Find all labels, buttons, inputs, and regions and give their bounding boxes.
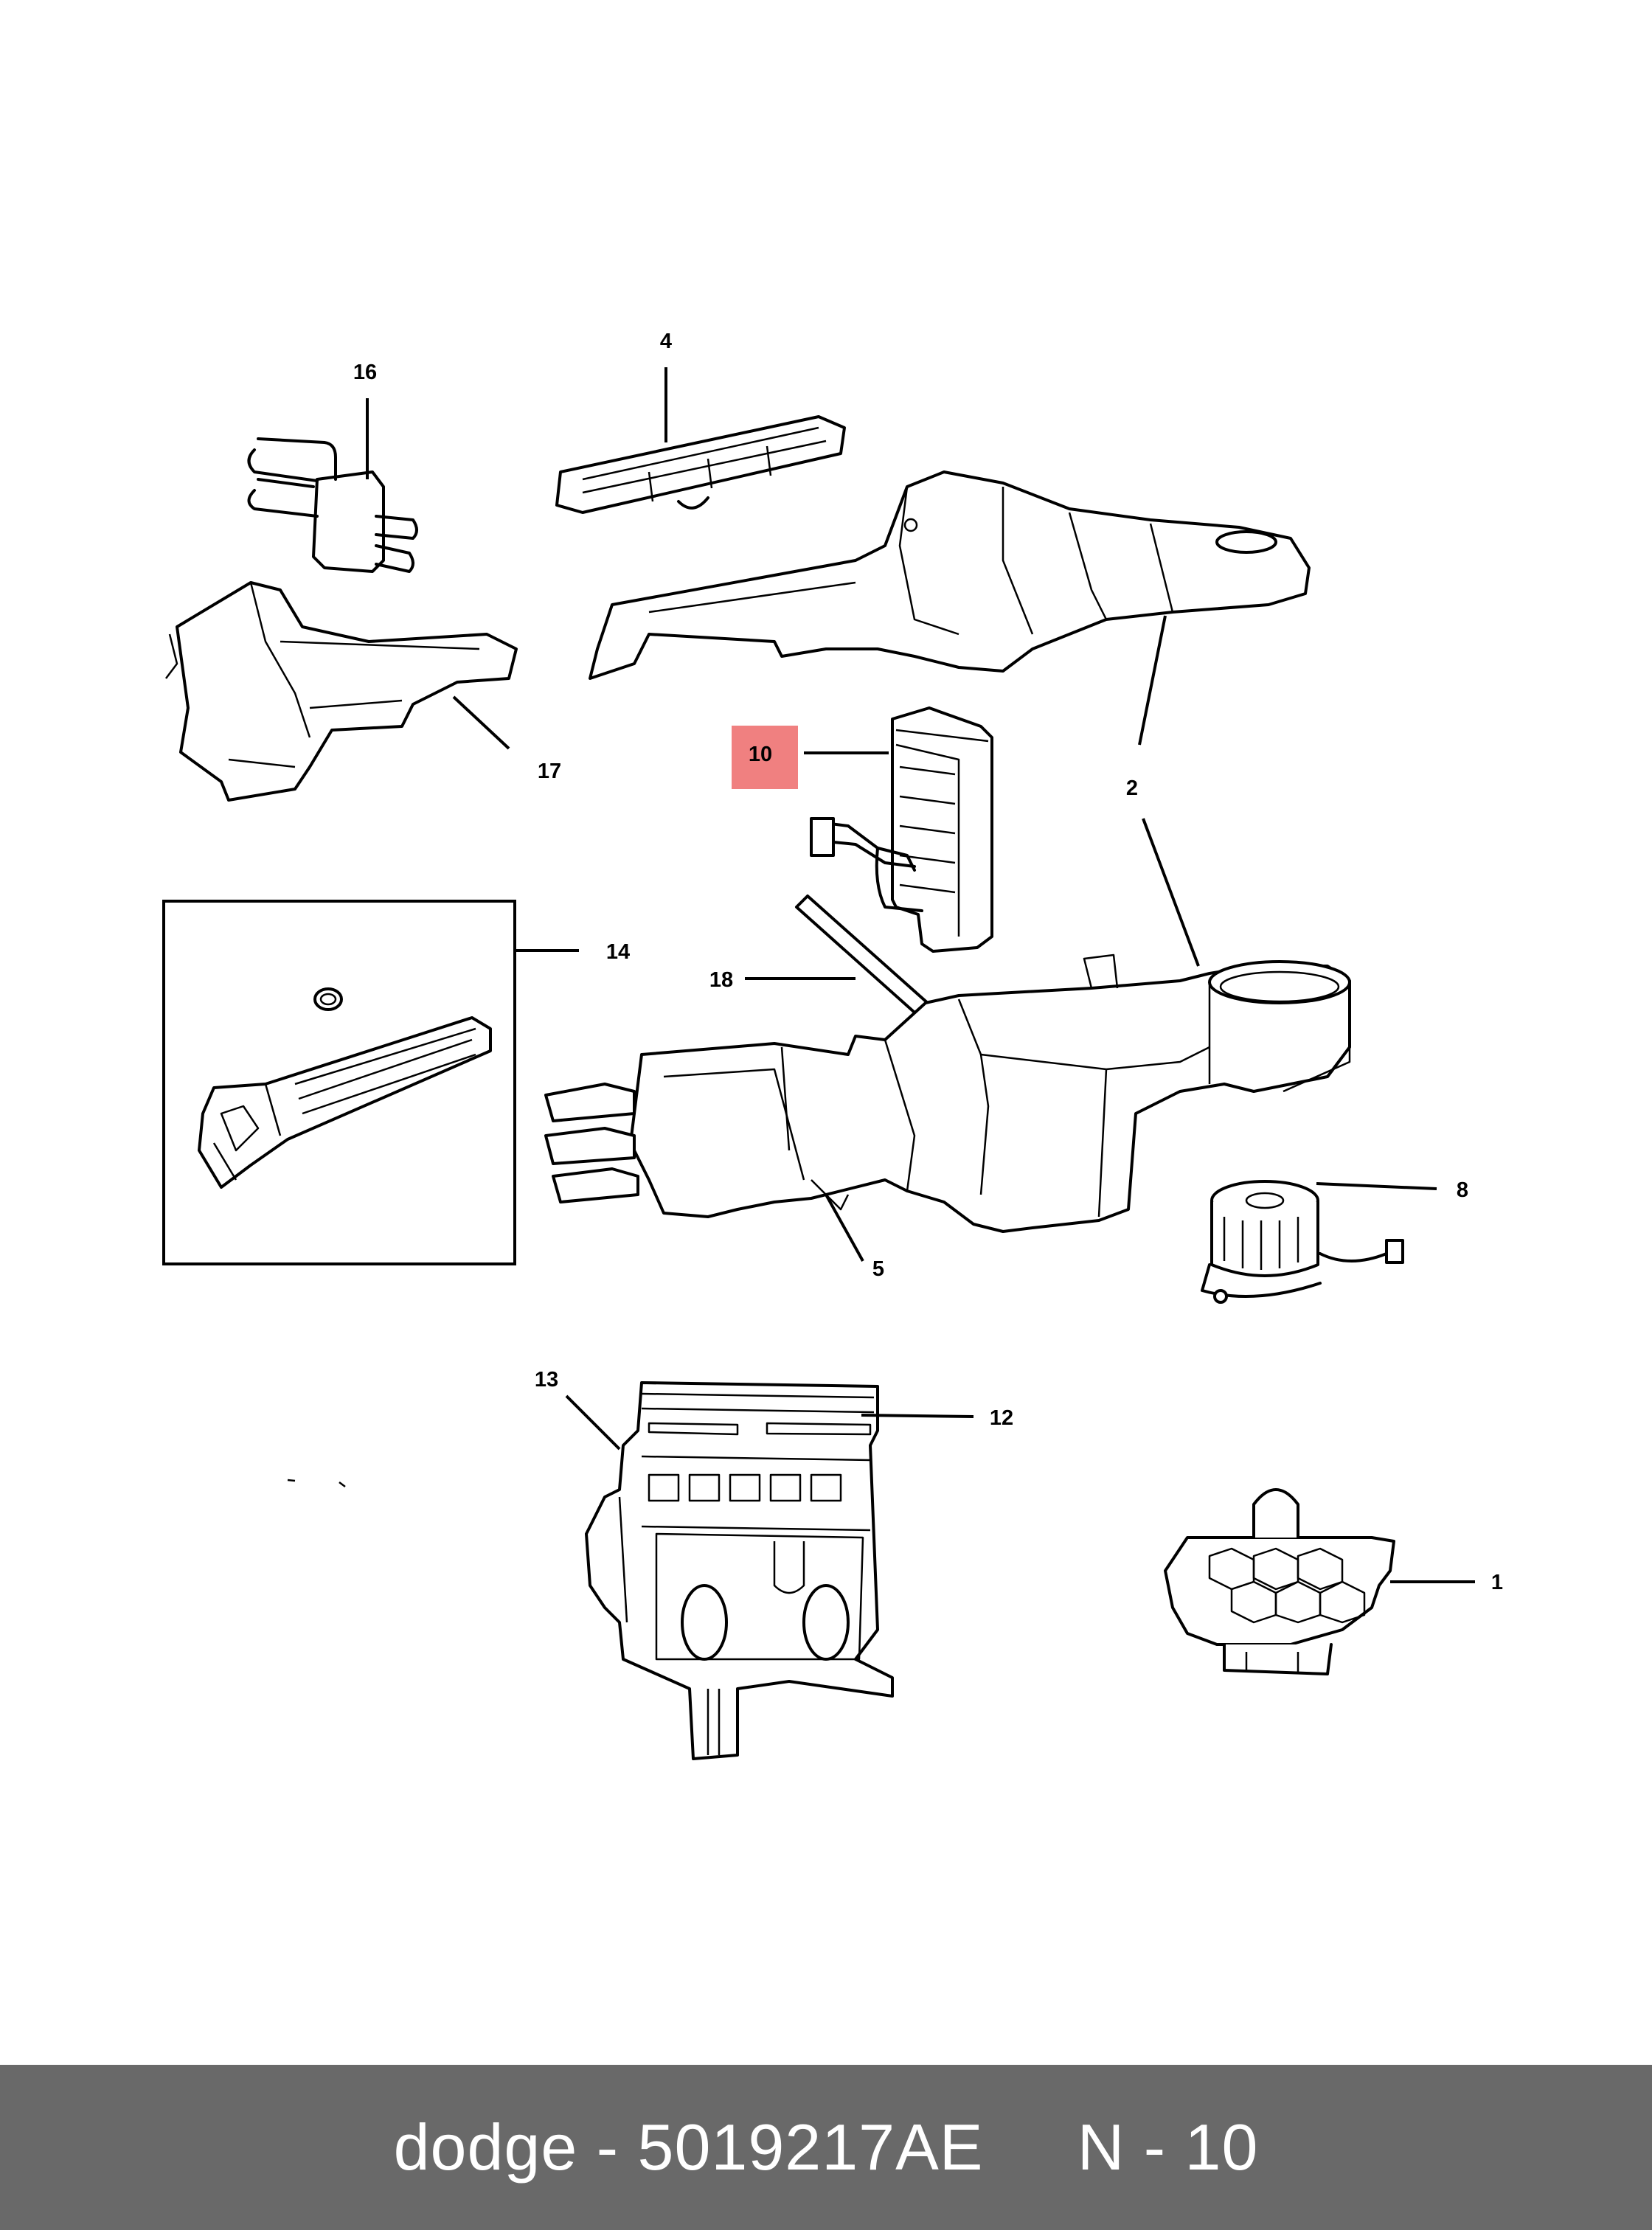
part-1-blower-housing (1164, 1488, 1395, 1675)
callout-10: 10 (749, 743, 772, 766)
part-16-heater-tubes (247, 437, 418, 573)
callout-18: 18 (709, 968, 733, 992)
callout-8: 8 (1457, 1178, 1468, 1202)
callout-5: 5 (872, 1257, 884, 1281)
parts-diagram: 16 4 17 2 10 14 18 5 8 13 12 1 (162, 330, 1503, 1760)
leader-lines (366, 367, 1475, 1583)
callouts: 16 4 17 2 10 14 18 5 8 13 12 1 (353, 330, 1503, 1594)
callout-16: 16 (353, 361, 377, 384)
part-8-blower-motor (1201, 1180, 1404, 1304)
part-2-distribution-duct (589, 470, 1311, 680)
part-10-evaporator (810, 706, 993, 953)
footer-part-label: dodge - 5019217AE N - 10 (393, 2111, 1259, 2184)
callout-17: 17 (538, 760, 561, 783)
part-12-hvac-module (585, 1381, 894, 1760)
lower-hvac-housing (544, 954, 1351, 1233)
callout-4: 4 (660, 330, 672, 353)
part-17-floor-duct (165, 581, 518, 802)
callout-2: 2 (1126, 777, 1138, 800)
callout-1: 1 (1491, 1571, 1503, 1594)
callout-14: 14 (606, 940, 630, 964)
callout-10-highlight (732, 726, 798, 789)
callout-13: 13 (535, 1368, 558, 1392)
footer-bar: dodge - 5019217AE N - 10 (0, 2065, 1652, 2230)
stray-marks (287, 1479, 346, 1487)
part-14-cabin-filter-inset (162, 900, 516, 1265)
part-4-defrost-duct (555, 415, 846, 514)
callout-12: 12 (990, 1406, 1013, 1430)
